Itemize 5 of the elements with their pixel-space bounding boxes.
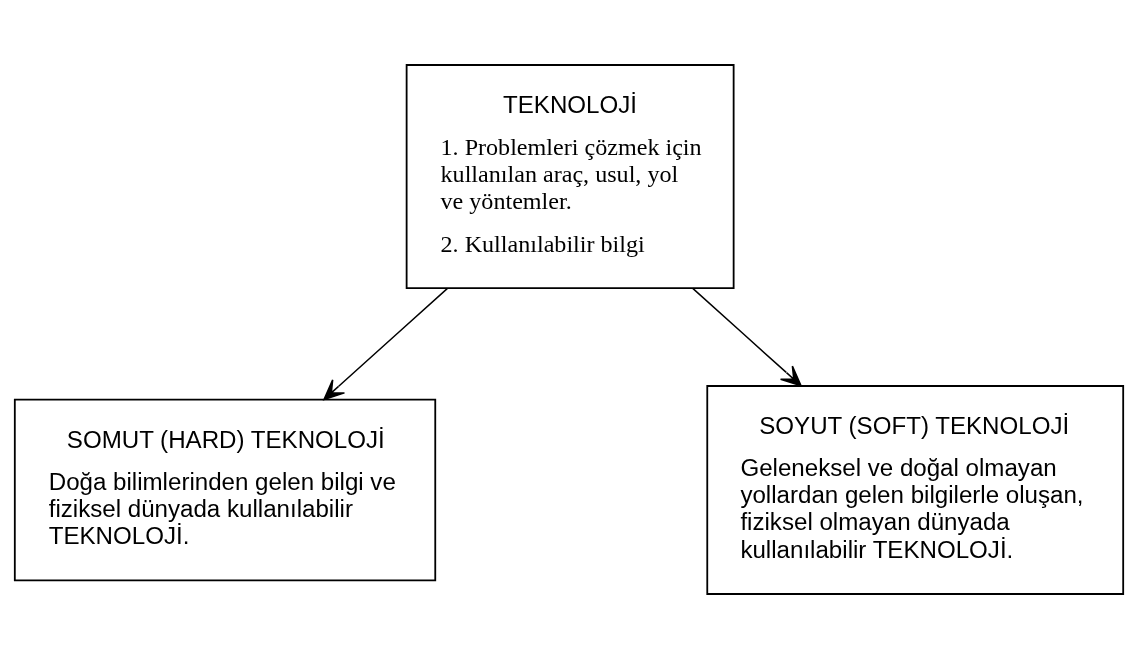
node-box: TEKNOLOJİ 1. Problemleri çözmek için kullanılan araç, usul, yol ve yöntemler. 2. Kullanılabilir bilgi xyxy=(405,64,735,289)
arrow xyxy=(692,287,802,387)
node-box: SOMUT (HARD) TEKNOLOJİ Doğa bilimlerinden gelen bilgi ve fiziksel dünyada kullanılabilir TEKNOLOJİ. xyxy=(13,398,437,582)
arrow xyxy=(323,287,449,401)
node-box: SOYUT (SOFT) TEKNOLOJİ Geleneksel ve doğal olmayan yollardan gelen bilgilerle oluşan, fiziksel olmayan dünyada kullanılabilir TEKNOLOJİ. xyxy=(706,385,1125,595)
